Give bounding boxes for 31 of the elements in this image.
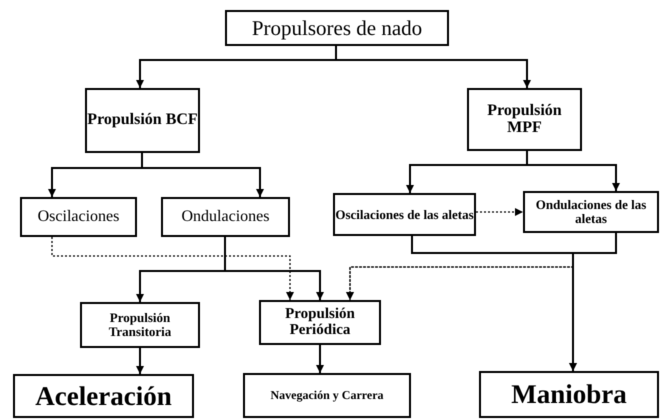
node-label: Oscilaciones de las aletas xyxy=(335,208,474,222)
arrow xyxy=(316,345,324,373)
process-box xyxy=(467,88,582,151)
node-label: Maniobra xyxy=(511,380,627,409)
node-label: Oscilaciones xyxy=(38,208,120,226)
arrow xyxy=(224,237,324,300)
node-label: Propulsión MPF xyxy=(486,102,563,136)
process-box xyxy=(243,373,411,418)
arrow xyxy=(526,151,620,191)
node-label: Ondulaciones xyxy=(182,208,270,226)
node-label: Ondulaciones de las aletas xyxy=(534,198,648,226)
node-label: Propulsores de nado xyxy=(252,16,422,40)
process-box xyxy=(80,302,200,348)
process-box xyxy=(479,371,659,418)
node-label: Propulsión Transitoria xyxy=(108,311,172,339)
process-box xyxy=(85,88,200,153)
dotted-arrow xyxy=(476,208,523,216)
process-box xyxy=(523,191,659,233)
process-box xyxy=(259,300,381,345)
process-box xyxy=(161,197,290,237)
arrow xyxy=(136,348,144,374)
node-label: Aceleración xyxy=(35,382,172,410)
node-label: Navegación y Carrera xyxy=(270,389,384,402)
process-box xyxy=(13,374,194,418)
node-label: Propulsión BCF xyxy=(87,112,198,129)
node-label: Propulsión Periódica xyxy=(284,306,356,338)
process-box xyxy=(225,10,449,46)
dotted-arrow xyxy=(51,237,294,300)
arrow xyxy=(569,233,617,371)
process-box xyxy=(20,197,137,237)
process-box xyxy=(333,193,476,236)
